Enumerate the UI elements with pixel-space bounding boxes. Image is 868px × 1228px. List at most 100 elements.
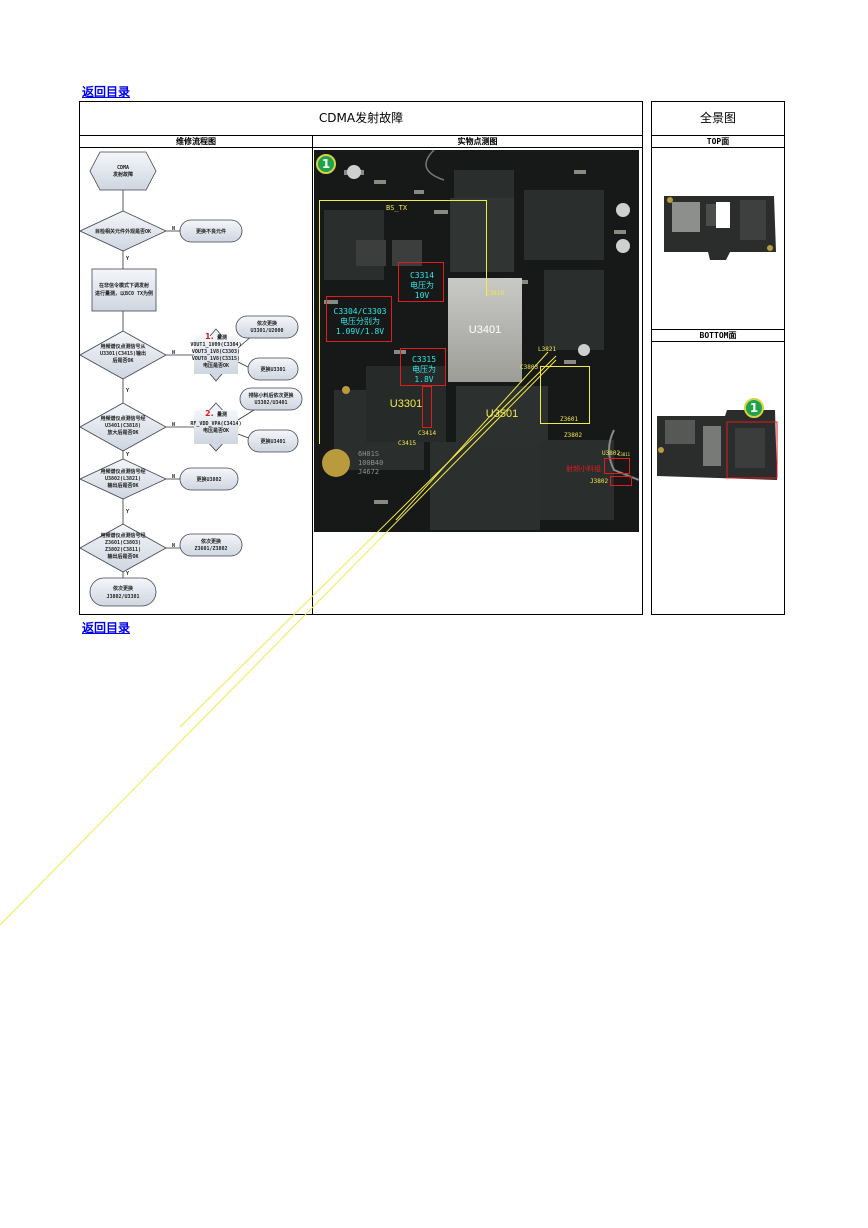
flow-no-4: N [172, 474, 175, 480]
flow-action-2b-text: 更换U3301 [260, 366, 285, 373]
flow-decision-4-line1: 用频谱仪点测信号经 [99, 468, 145, 475]
flow-decision-3 [80, 402, 167, 452]
top-side-head: TOP面 [652, 136, 784, 148]
flow-start-line2: 发射故障 [112, 171, 133, 178]
main-table [79, 101, 643, 615]
flow-check-1-line4: VOUT8_1V8(C3315) [192, 356, 240, 362]
chip-u3301: U3301 [366, 366, 446, 442]
flow-check-1-line2: VOUT1_1V09(C3304) [190, 342, 241, 348]
flow-action-2a-line2: U3301/U2000 [250, 328, 283, 334]
photo-column-head: 实物点测图 [312, 136, 642, 148]
label-l3821: L3821 [538, 346, 557, 353]
label-c3414: C3414 [418, 430, 437, 437]
label-z3802: Z3802 [564, 432, 583, 439]
chip-u3401: U3401 [448, 278, 522, 382]
j3802-label: J3802 [590, 478, 609, 485]
bs-tx-trace [319, 200, 487, 444]
chip-lower-mid [430, 442, 540, 530]
flow-check-1-line1: 量测 [217, 334, 227, 341]
flow-decision-2 [80, 330, 167, 380]
flow-start-node [89, 151, 157, 191]
flow-action-4-text: 更换U3802 [196, 476, 221, 483]
flow-decision-1-text: 目检相关元件外观是否OK [95, 228, 151, 235]
label-c3818: C3818 [486, 290, 505, 297]
flow-check-1-line3: VOUT3_1V8(C3303) [192, 349, 240, 355]
flow-action-2b [247, 357, 299, 381]
flow-action-5-line2: Z3601/Z3802 [194, 546, 227, 552]
flow-decision-4-line2: U3802(L3821) [105, 476, 141, 482]
chip-bga-top [450, 198, 514, 272]
flow-check-2-line3: 电压是否OK [203, 427, 229, 434]
flow-yes-3: Y [126, 452, 129, 458]
flow-process-1-line2: 进行量测，以BC0 TX为例 [95, 290, 153, 297]
component-block-b [392, 240, 422, 266]
flow-yes-1: Y [126, 256, 129, 262]
component-block-a [356, 240, 386, 266]
flow-action-5-line1: 依次更换 [201, 538, 222, 545]
flow-column-head: 维修流程图 [80, 136, 312, 148]
bottom-board-thumbnail [657, 410, 778, 480]
flow-action-3b [247, 429, 299, 453]
label-c3803: C3803 [520, 364, 539, 371]
bs-tx-label: BS_TX [386, 204, 408, 212]
flow-action-3a-line1: 排除小料后依次更换 [248, 392, 294, 399]
flow-decision-5 [80, 523, 167, 573]
flow-no-1: N [172, 226, 175, 232]
flow-decision-3-line1: 用频谱仪点测信号经 [99, 415, 145, 422]
label-z3601: Z3601 [560, 416, 579, 423]
flow-decision-5-line4: 输出后是否OK [107, 553, 138, 560]
flow-action-2a-line1: 依次更换 [257, 320, 278, 327]
flow-decision-5-line3: Z3802(C3811) [105, 547, 141, 553]
flow-end-line1: 依次更换 [113, 585, 134, 592]
flow-yes-4: Y [126, 509, 129, 515]
flow-action-1-text: 更换不良元件 [196, 228, 226, 235]
flow-decision-2-line2: U3301(C3415)输出 [100, 350, 146, 357]
flow-decision-4-line3: 输出后是否OK [107, 482, 138, 489]
back-to-contents-link-top[interactable]: 返回目录 [82, 85, 131, 99]
flow-yes-2: Y [126, 388, 129, 394]
flow-action-3b-text: 更换U3401 [260, 438, 285, 445]
flow-action-5 [179, 533, 243, 557]
flow-start-line1: CDMA [117, 165, 129, 171]
flow-no-3: N [172, 422, 175, 428]
flow-decision-3-line3: 放大后是否OK [106, 429, 138, 436]
flow-process-1 [91, 268, 157, 312]
bottom-side-head: BOTTOM面 [652, 329, 784, 342]
top-board-thumbnail [664, 196, 776, 260]
u3802-label: U3802 [602, 450, 621, 457]
flow-action-1 [179, 219, 243, 243]
flow-action-2a [235, 315, 299, 339]
flow-check-2-line2: RF_VDD_VPA(C3414) [190, 421, 241, 427]
rf-parts-note: 射频小料组 [566, 465, 601, 473]
bottom-badge-1: 1 [744, 398, 764, 418]
c3811-label: C3811 [618, 452, 631, 457]
label-c3415: C3415 [398, 440, 417, 447]
flow-action-3a [239, 387, 303, 411]
flow-no-2: N [172, 350, 175, 356]
flow-check-2-num: 2. [205, 409, 214, 418]
flow-decision-4 [80, 458, 167, 500]
flow-decision-2-line1: 用频谱仪点测信号从 [99, 343, 145, 350]
c3414-marker [422, 386, 432, 428]
flow-decision-1 [80, 210, 167, 252]
flow-yes-5: Y [126, 571, 129, 577]
flow-check-2-line1: 量测 [217, 411, 227, 418]
bs-tx-trace-drop [486, 200, 487, 296]
back-to-contents-link-bottom[interactable]: 返回目录 [82, 621, 131, 635]
column-divider [312, 148, 313, 614]
u3802-marker [604, 458, 630, 474]
flow-process-1-line1: 在非信令模式下调发射 [99, 282, 149, 289]
flow-end-node [89, 577, 157, 607]
repair-flowchart: CDMA 发射故障 目检相关元件外观是否OK 更换不良元件 在非信令模式下调发射… [80, 151, 303, 607]
panorama-table [651, 101, 785, 615]
flow-decision-3-line2: U3401(C3818) [105, 423, 141, 429]
j3802-marker [610, 476, 632, 486]
flow-decision-5-line1: 用频谱仪点测信号经 [99, 532, 145, 539]
photo-badge-1: 1 [316, 154, 336, 174]
